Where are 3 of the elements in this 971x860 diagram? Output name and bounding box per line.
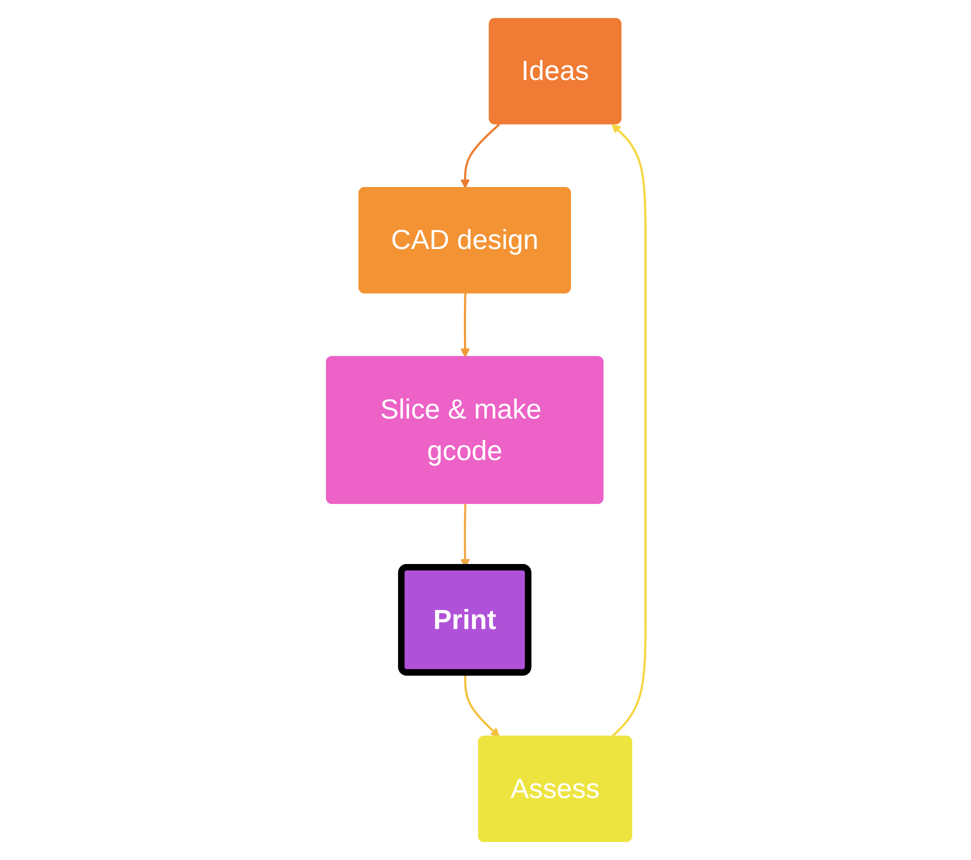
arrow xyxy=(460,293,470,358)
arrow xyxy=(610,124,646,738)
arrow xyxy=(460,124,500,189)
